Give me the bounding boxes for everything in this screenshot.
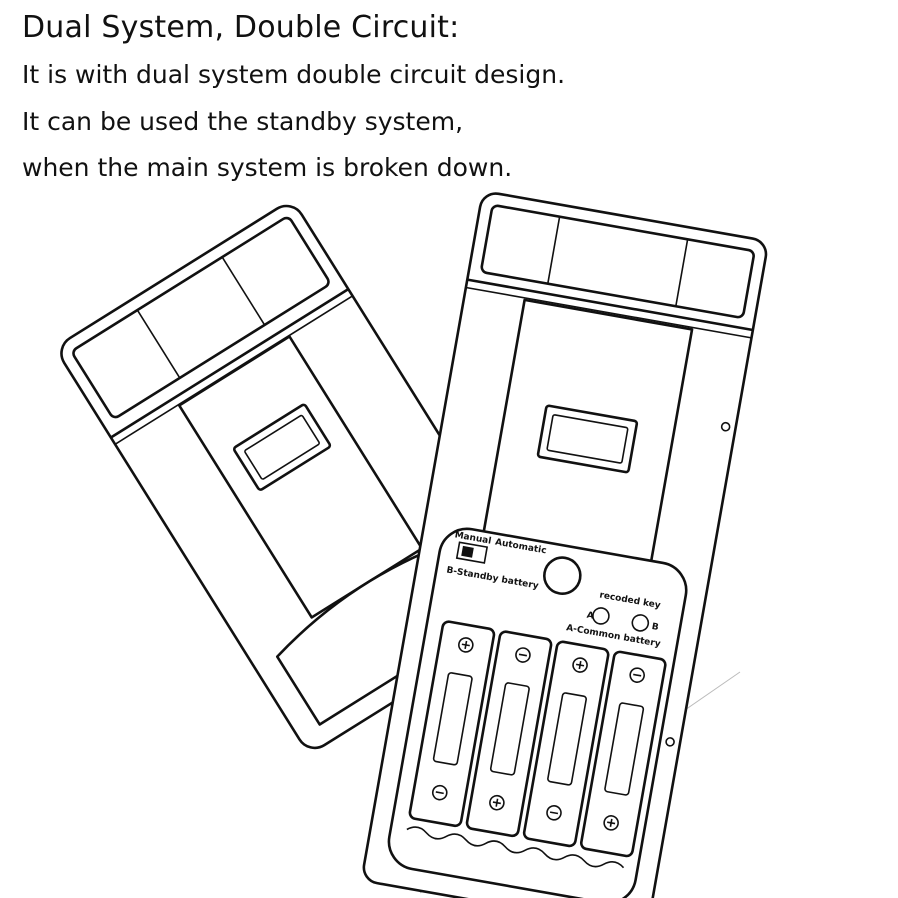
key-a-button xyxy=(592,607,610,625)
description-line-3: when the main system is broken down. xyxy=(22,153,513,182)
back-lock-top-cap xyxy=(72,216,330,419)
battery-slot-1 xyxy=(408,620,496,828)
key-b-button xyxy=(631,614,650,632)
front-lock-top-cap xyxy=(480,204,755,319)
description-line-1: It is with dual system double circuit de… xyxy=(22,60,566,89)
battery-slot-4 xyxy=(579,650,667,858)
battery-slot-3 xyxy=(522,640,610,848)
front-lock-display xyxy=(536,404,639,474)
battery-springs xyxy=(406,826,625,869)
page-heading: Dual System, Double Circuit: xyxy=(22,10,460,45)
key-b-label: B xyxy=(651,622,660,633)
battery-slot-2 xyxy=(465,630,553,838)
key-a-label: A xyxy=(586,611,595,622)
reset-button xyxy=(543,556,582,595)
back-lock-display xyxy=(233,403,332,491)
mode-switch xyxy=(455,541,489,564)
description-line-2: It can be used the standby system, xyxy=(22,107,464,136)
front-lock-unit: Manual Automatic B-Standby battery recod… xyxy=(362,192,768,898)
